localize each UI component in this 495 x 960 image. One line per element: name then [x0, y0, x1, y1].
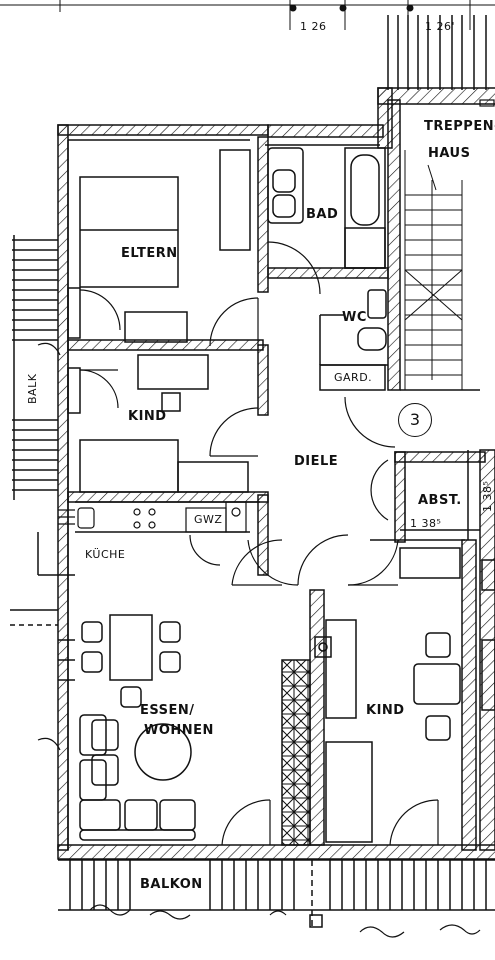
left-balkon-railing: [10, 235, 75, 681]
doors: [79, 241, 439, 846]
room-label-treppenhaus-1: TREPPEN-: [424, 119, 495, 134]
room-label-essen-2: WOHNEN: [144, 723, 214, 738]
room-label-bad: BAD: [306, 207, 339, 222]
room-label-gwz: GWZ: [194, 513, 223, 526]
room-label-wc: WC: [342, 310, 367, 325]
dimension-label-right: 1 38⁵: [481, 480, 494, 512]
kind2-furniture: [325, 547, 495, 843]
treppen-railing-top: [387, 15, 487, 90]
dimension-label-top-1: 1 26: [300, 20, 327, 33]
dining-furniture: [79, 614, 196, 841]
stairs: [404, 150, 463, 390]
eltern-furniture: [67, 149, 251, 343]
room-label-balkon-left: BALK: [26, 373, 39, 404]
kind1-furniture: [67, 354, 249, 493]
unit-number-badge: 3: [398, 403, 432, 437]
top-dimension-line: [0, 0, 495, 30]
shaft: [281, 636, 332, 846]
bad-fixtures: [267, 147, 386, 269]
room-label-balkon: BALKON: [140, 877, 203, 892]
wc-fixtures: [357, 289, 387, 351]
room-label-treppenhaus-2: HAUS: [428, 146, 471, 161]
kitchen-fixtures: [58, 501, 247, 533]
room-label-gard: GARD.: [334, 371, 373, 384]
room-label-essen-1: ESSEN/: [140, 703, 195, 718]
outer-walls: [57, 87, 495, 860]
room-label-kind-2: KIND: [366, 703, 405, 718]
dimension-label-top-2: 1 26': [425, 20, 456, 33]
wall-lines: [37, 139, 480, 850]
room-label-eltern: ELTERN: [121, 246, 178, 261]
dimension-label-abst: 1 38⁵: [410, 517, 442, 530]
room-label-diele: DIELE: [294, 454, 339, 469]
room-label-abst: ABST.: [418, 493, 462, 508]
room-label-kind-1: KIND: [128, 409, 167, 424]
balkon-plants: [89, 904, 481, 938]
room-label-kueche: KÜCHE: [85, 548, 126, 561]
interior-walls: [67, 99, 486, 851]
balkon-railing: [58, 859, 495, 930]
window-symbols: [37, 99, 495, 751]
